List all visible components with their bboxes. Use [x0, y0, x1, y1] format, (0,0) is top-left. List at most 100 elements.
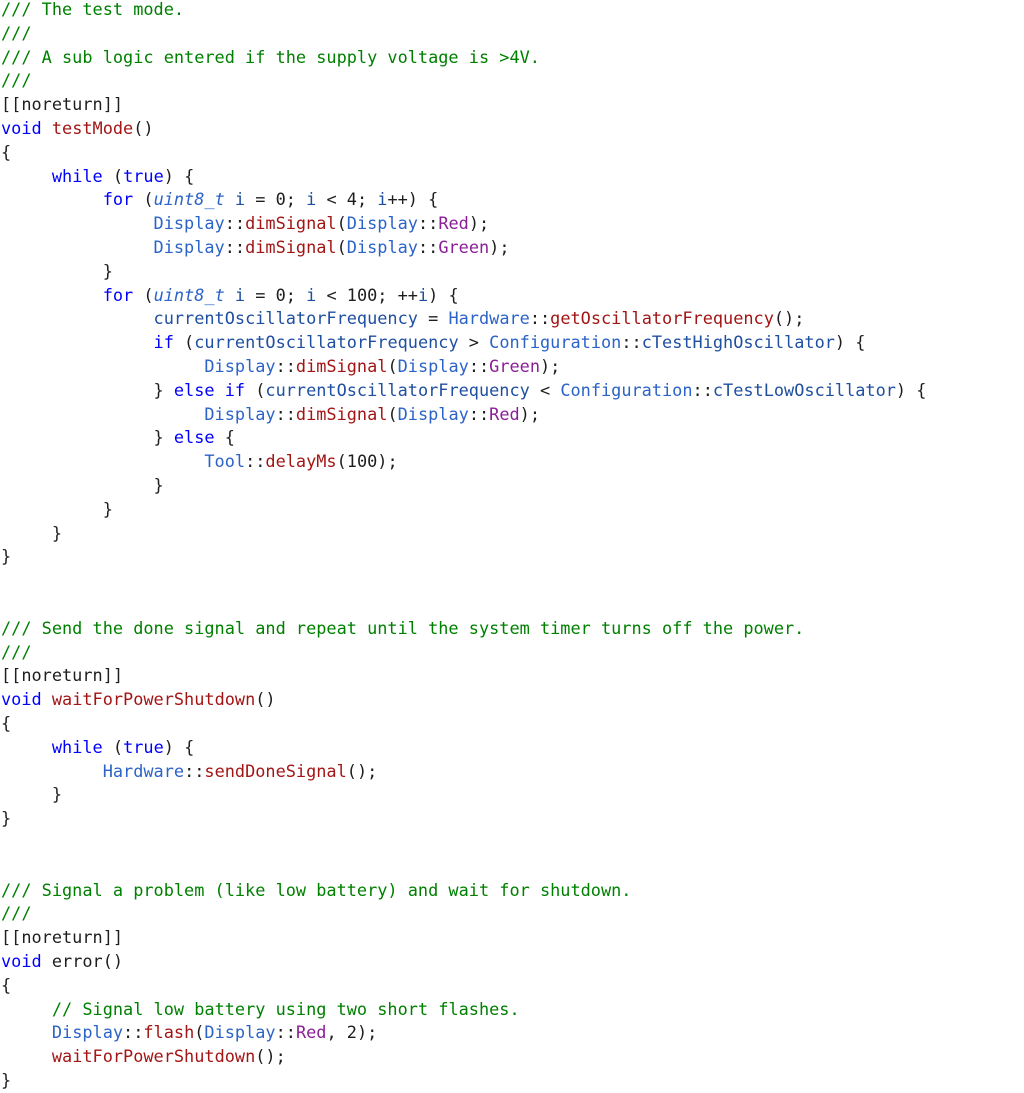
comment-token: // Signal low battery using two short fl… [51, 998, 520, 1019]
function-name-token: dimSignal [245, 237, 337, 257]
code-line: { [1, 140, 11, 164]
plain-text-token: :: [621, 332, 642, 353]
plain-text-token: ( [387, 356, 398, 376]
plain-text-token [1, 761, 103, 781]
keyword-token: while [51, 736, 103, 757]
plain-text-token: ( [387, 403, 398, 424]
plain-text-token: :: [468, 356, 490, 376]
plain-text-token: :: [417, 213, 439, 234]
class-name-token: Hardware [448, 308, 530, 329]
keyword-token: while [51, 165, 103, 186]
class-name-token: Display [153, 237, 225, 257]
code-line: /// [1, 901, 32, 925]
plain-text-token: [[noreturn]] [1, 927, 124, 948]
code-line: void waitForPowerShutdown() [1, 687, 276, 711]
code-line: currentOscillatorFrequency = Hardware::g… [1, 306, 805, 330]
function-name-token: delayMs [265, 451, 337, 472]
plain-text-token: = 0; [245, 284, 307, 305]
plain-text-token: ( [102, 736, 124, 757]
plain-text-token: :: [275, 403, 296, 424]
plain-text-token: = 0; [245, 189, 307, 210]
plain-text-token: (); [773, 308, 805, 329]
code-line: } [1, 544, 11, 568]
plain-text-token: () [255, 689, 276, 710]
plain-text-token [225, 285, 235, 305]
function-name-token: waitForPowerShutdown [51, 1046, 256, 1067]
code-line: /// A sub logic entered if the supply vo… [1, 45, 540, 69]
code-line: waitForPowerShutdown(); [1, 1044, 286, 1068]
identifier-token: i [306, 284, 317, 305]
code-line: Display::dimSignal(Display::Green); [1, 235, 510, 259]
plain-text-token: } [1, 522, 63, 543]
plain-text-token: ( [336, 213, 347, 234]
code-line: } [1, 782, 62, 806]
identifier-token: i [417, 284, 429, 305]
enum-value-token: Green [489, 356, 541, 376]
keyword-token: true [123, 736, 164, 757]
plain-text-token: } [1, 475, 164, 495]
function-name-token: flash [143, 1022, 195, 1043]
code-line: } else { [1, 425, 235, 449]
plain-text-token: :: [275, 356, 296, 376]
code-line: /// [1, 68, 32, 92]
plain-text-token: > [458, 332, 490, 353]
code-line: /// [1, 640, 32, 664]
comment-token: /// [1, 903, 32, 924]
plain-text-token: :: [123, 1022, 144, 1043]
plain-text-token: , 2); [326, 1022, 378, 1043]
plain-text-token [1, 999, 52, 1019]
class-name-token: Tool [204, 451, 246, 472]
plain-text-token [225, 189, 235, 209]
code-line: [[noreturn]] [1, 92, 123, 116]
plain-text-token: } [1, 808, 12, 829]
code-line: } [1, 521, 62, 545]
plain-text-token [1, 404, 204, 424]
plain-text-token: ); [519, 403, 541, 424]
plain-text-token [1, 332, 154, 352]
plain-text-token: [[noreturn]] [1, 94, 124, 115]
plain-text-token: [[noreturn]] [1, 665, 124, 686]
keyword-token: else if [173, 379, 246, 400]
identifier-token: currentOscillatorFrequency [194, 332, 459, 353]
code-line: } [1, 259, 113, 283]
keyword-token: for [102, 189, 134, 210]
plain-text-token: ( [194, 1022, 205, 1043]
code-line: } [1, 473, 164, 497]
code-line: for (uint8_t i = 0; i < 100; ++i) { [1, 283, 459, 307]
plain-text-token: ); [489, 237, 510, 257]
code-line: while (true) { [1, 164, 194, 188]
plain-text-token: } [1, 784, 63, 805]
code-line: // Signal low battery using two short fl… [1, 997, 520, 1021]
keyword-token: void [1, 951, 42, 971]
enum-value-token: Red [489, 403, 520, 424]
class-name-token: Display [204, 403, 276, 424]
plain-text-token: ) { [163, 165, 195, 186]
keyword-token: for [102, 284, 134, 305]
keyword-token: true [123, 165, 164, 186]
plain-text-token: { [1, 713, 12, 733]
code-line: while (true) { [1, 735, 194, 759]
plain-text-token [42, 689, 52, 709]
plain-text-token [1, 737, 52, 757]
keyword-token: void [1, 118, 42, 138]
plain-text-token: :: [529, 308, 551, 329]
plain-text-token: ( [173, 332, 195, 353]
function-name-token: sendDoneSignal [204, 760, 347, 781]
plain-text-token: ) { [895, 379, 927, 400]
plain-text-token: :: [417, 237, 439, 257]
plain-text-token: (100); [336, 451, 398, 472]
plain-text-token [42, 118, 52, 138]
class-name-token: Display [51, 1022, 124, 1043]
code-line: } [1, 806, 11, 830]
comment-token: /// The test mode. [1, 0, 185, 19]
code-line: [[noreturn]] [1, 925, 123, 949]
plain-text-token: ); [540, 356, 561, 376]
identifier-token: i [234, 284, 246, 305]
plain-text-token: < [529, 379, 561, 400]
plain-text-token: < 4; [316, 189, 378, 210]
plain-text-token [42, 951, 52, 971]
code-line: void testMode() [1, 116, 154, 140]
comment-token: /// A sub logic entered if the supply vo… [1, 46, 540, 67]
plain-text-token: } [1, 546, 12, 567]
